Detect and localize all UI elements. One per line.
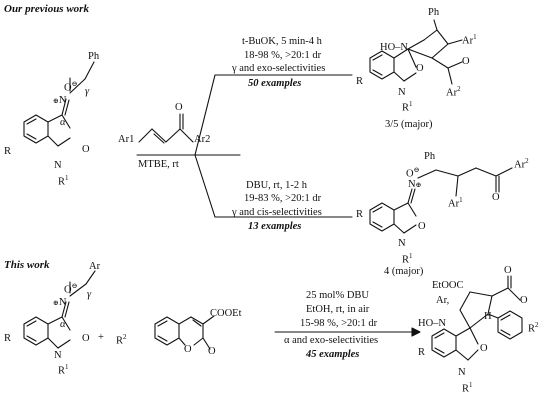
atom-label-Ar-2: Ar — [89, 261, 101, 272]
nitrone-reactant-2-structure — [23, 270, 96, 349]
atom-label-O-lower-ketone: O — [492, 192, 500, 203]
atom-label-alpha: α — [60, 117, 66, 128]
atom-label-O-upper: O — [416, 63, 424, 74]
atom-label-O-lower: O — [418, 221, 426, 232]
atom-label-N-2: N — [54, 350, 62, 361]
upper-condition-2: 18-98 %, >20:1 dr — [244, 50, 322, 61]
open-chain-product-lower-structure — [369, 167, 513, 234]
atom-label-O-minus: O⊖ — [64, 80, 78, 94]
coumarin-reactant-structure — [154, 315, 215, 350]
upper-condition-4: 50 examples — [248, 78, 302, 89]
atom-label-R-upper: R — [356, 76, 364, 87]
atom-label-O-ring: O — [520, 295, 528, 306]
atom-label-N-plus: ⊕N — [53, 95, 67, 106]
atom-label-N-lower: N — [398, 238, 406, 249]
nitrone-reactant-structure — [23, 61, 95, 147]
lower-condition-4: 13 examples — [248, 221, 302, 232]
atom-label-R2-product: R2 — [528, 321, 539, 335]
atom-label-Ph-upper: Ph — [428, 7, 440, 18]
atom-label-N-plus-lower: N⊕ — [408, 179, 422, 190]
atom-label-O-2: O — [82, 333, 90, 344]
atom-label-R1-2: R1 — [58, 363, 69, 377]
atom-label-N-plus-2: ⊕N — [53, 297, 67, 308]
atom-label-plus-sign: + — [98, 332, 104, 343]
atom-label-N-upper: N — [398, 87, 406, 98]
atom-label-HO-N-product: HO–N — [418, 318, 446, 329]
atom-label-N: N — [54, 160, 62, 171]
atom-label-Ar-product: Ar, — [436, 295, 450, 306]
atom-label-alpha-2: α — [60, 319, 66, 330]
substituent-Ar2: Ar2 — [194, 134, 211, 145]
atom-label-O-chalcone: O — [175, 102, 183, 113]
atom-label-R1-lower: R1 — [402, 252, 413, 266]
atom-label-Ph: Ph — [88, 51, 100, 62]
atom-label-Ar1-upper: Ar1 — [462, 33, 477, 47]
atom-label-Ar2-upper: Ar2 — [446, 85, 461, 99]
atom-label-R2-coumarin: R2 — [116, 333, 127, 347]
substituent-Ar1: Ar1 — [118, 134, 135, 145]
atom-label-O-minus-lower: O⊖ — [406, 166, 420, 180]
atom-label-O-coumarin-carbonyl: O — [208, 346, 216, 357]
atom-label-gamma: γ — [85, 86, 90, 97]
upper-condition-3: γ and exo-selectivities — [232, 63, 326, 74]
atom-label-R: R — [4, 146, 12, 157]
this-work-condition-4: α and exo-selectivities — [284, 335, 379, 346]
atom-label-O-product: O — [480, 343, 488, 354]
atom-label-Ph-lower: Ph — [424, 151, 436, 162]
atom-label-R-product: R — [418, 347, 426, 358]
this-work-condition-3: 15-98 %, >20:1 dr — [300, 318, 378, 329]
spiro-product-this-work-structure — [431, 275, 523, 361]
atom-label-H-product: H — [484, 311, 492, 322]
section-title-previous: Our previous work — [4, 3, 89, 15]
branch-arrows — [136, 74, 353, 218]
atom-label-HO-N: HO–N — [380, 42, 408, 53]
upper-product-label: 3/5 (major) — [385, 119, 433, 130]
atom-label-Ar2-lower: Ar2 — [514, 157, 529, 171]
lower-condition-3: γ and cis-selectivities — [232, 207, 322, 218]
solvent-conditions: MTBE, rt — [138, 159, 179, 170]
section-title-this-work: This work — [4, 259, 50, 271]
lower-condition-1: DBU, rt, 1-2 h — [246, 180, 307, 191]
spiro-product-upper-structure — [369, 19, 463, 85]
atom-label-R1: R1 — [58, 174, 69, 188]
atom-label-R-2: R — [4, 333, 12, 344]
atom-label-gamma-2: γ — [87, 289, 92, 300]
atom-label-Ar1-lower: Ar1 — [448, 196, 463, 210]
lower-product-label: 4 (major) — [384, 266, 424, 277]
atom-label-O-coumarin-ring: O — [184, 344, 192, 355]
atom-label-O-lactone: O — [504, 265, 512, 276]
atom-label-O-minus-2: O⊖ — [64, 282, 78, 296]
atom-label-R-lower: R — [356, 209, 364, 220]
atom-label-O-carbonyl: O — [82, 144, 90, 155]
this-work-condition-2: EtOH, rt, in air — [306, 304, 370, 315]
this-work-condition-5: 45 examples — [306, 349, 360, 360]
this-work-condition-1: 25 mol% DBU — [306, 290, 369, 301]
coumarin-ester-label: COOEt — [210, 308, 242, 319]
reaction-arrowhead — [411, 327, 421, 337]
chalcone-reactant-structure — [138, 113, 194, 144]
atom-label-O-ketone-upper: O — [462, 56, 470, 67]
upper-condition-1: t-BuOK, 5 min-4 h — [242, 36, 322, 47]
atom-label-R1-upper: R1 — [402, 100, 413, 114]
product-ester-label: EtOOC — [432, 280, 464, 291]
lower-condition-2: 19-83 %, >20:1 dr — [244, 193, 322, 204]
atom-label-N-product: N — [458, 367, 466, 378]
atom-label-R1-product: R1 — [462, 381, 473, 395]
